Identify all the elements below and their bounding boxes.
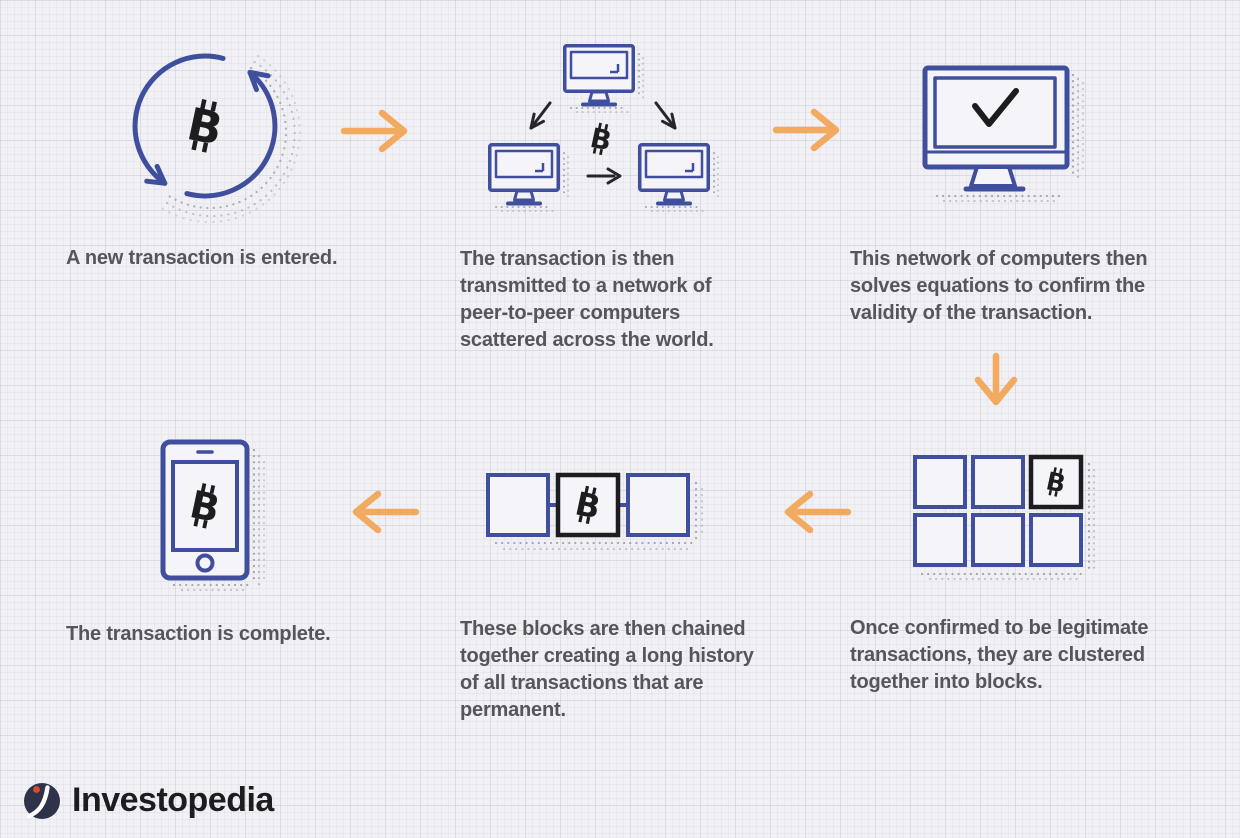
step-6-caption: The transaction is complete. xyxy=(66,623,331,645)
bitcoin-block xyxy=(1028,454,1084,510)
step-2-caption: The transaction is then transmitted to a… xyxy=(460,248,714,351)
bitcoin-symbol: B xyxy=(587,122,614,158)
dotted-shadow xyxy=(935,73,1085,203)
phone-body xyxy=(160,439,250,581)
dotted-shadow xyxy=(494,481,704,551)
monitor-checkmark-icon xyxy=(922,65,1085,203)
blocks xyxy=(913,455,1083,567)
bitcoin-prongs xyxy=(191,99,217,153)
block-grid-icon: B xyxy=(913,454,1096,581)
investopedia-mark-icon xyxy=(24,783,60,819)
step-1-caption: A new transaction is entered. xyxy=(66,247,338,269)
step-5-caption: These blocks are then chained together c… xyxy=(460,618,754,721)
logo-dot xyxy=(33,786,40,793)
phone-home-button xyxy=(195,553,215,573)
logo-brand-text: Investopedia xyxy=(72,780,274,819)
dotted-shadow xyxy=(160,54,301,224)
flow-arrow-right-icon xyxy=(340,109,408,153)
transfer-arrows xyxy=(529,101,677,185)
bitcoin-prongs xyxy=(578,485,597,524)
bitcoin-prongs xyxy=(193,483,216,529)
smartphone-bitcoin-icon: B xyxy=(160,439,266,592)
bitcoin-block xyxy=(555,472,621,538)
checkmark-icon xyxy=(972,88,1019,127)
flow-arrow-right-icon xyxy=(772,108,840,152)
dotted-shadow xyxy=(172,448,266,592)
flow-arrow-left-icon xyxy=(352,490,420,534)
computer-icon xyxy=(637,142,720,213)
step-3-caption: This network of computers then solves eq… xyxy=(850,248,1148,324)
cycle-arrows xyxy=(132,53,278,199)
dotted-shadow xyxy=(920,462,1096,581)
step-4-caption: Once confirmed to be legitimate transact… xyxy=(850,617,1149,693)
chained-blocks-icon: B xyxy=(486,472,704,551)
phone-screen xyxy=(171,460,239,552)
computer-icon xyxy=(922,65,1070,192)
computer-icon xyxy=(487,142,570,213)
peer-to-peer-network-icon: B xyxy=(487,43,720,213)
bitcoin-cycle-icon: B xyxy=(132,53,301,224)
computer-icon xyxy=(562,43,645,114)
bitcoin-symbol: B xyxy=(183,97,227,156)
bitcoin-prongs xyxy=(592,122,609,156)
investopedia-logo: Investopedia xyxy=(22,779,274,821)
flow-arrow-down-icon xyxy=(974,352,1018,406)
flow-arrow-left-icon xyxy=(784,490,852,534)
bitcoin-prongs xyxy=(1048,467,1063,497)
